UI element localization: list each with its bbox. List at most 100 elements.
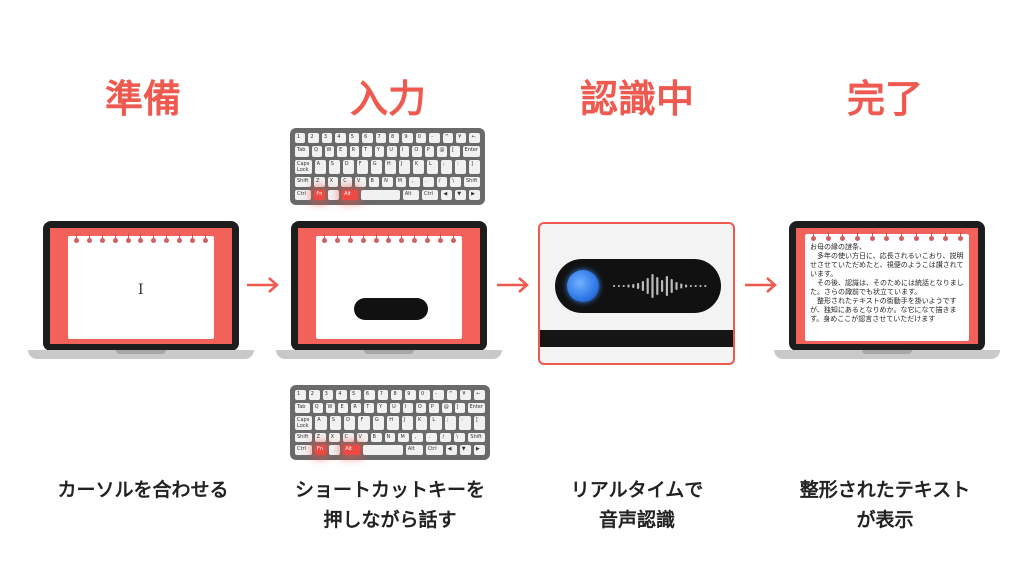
notepad: I bbox=[68, 233, 214, 339]
ring-icon bbox=[438, 233, 444, 243]
key: / bbox=[440, 432, 452, 443]
key: Shift bbox=[295, 432, 312, 443]
key: E bbox=[338, 402, 349, 413]
ring-icon bbox=[373, 233, 379, 243]
notepad: お母の縁の謎条、 多年の使い方日に、応長されるいこおり、説明せさせていただめたと… bbox=[805, 231, 969, 341]
key: Fn bbox=[314, 189, 326, 200]
key: Alt bbox=[405, 445, 423, 455]
key: 6 bbox=[363, 390, 375, 400]
key: R bbox=[349, 146, 360, 157]
key: 7 bbox=[375, 133, 386, 144]
laptop-input bbox=[291, 221, 487, 351]
key: Alt bbox=[343, 445, 361, 455]
key: Y bbox=[377, 402, 388, 413]
key: - bbox=[432, 390, 444, 400]
key: Tab bbox=[295, 402, 310, 413]
key: Shift bbox=[295, 176, 311, 187]
key: 8 bbox=[388, 133, 400, 144]
key: Shift bbox=[464, 176, 480, 187]
step-caption-complete: 整形されたテキストが表示 bbox=[765, 475, 1005, 535]
waveform-bar bbox=[613, 285, 616, 287]
key: R bbox=[351, 402, 362, 413]
key: ] bbox=[469, 159, 481, 174]
key: A bbox=[314, 159, 326, 174]
key: W bbox=[325, 402, 336, 413]
key: D bbox=[342, 159, 354, 174]
key: F bbox=[358, 415, 370, 430]
ring-icon bbox=[928, 231, 934, 241]
key: 5 bbox=[350, 390, 361, 400]
waveform-bar bbox=[661, 280, 664, 292]
key: C bbox=[341, 176, 352, 187]
waveform-bar bbox=[622, 285, 625, 287]
recognizing-panel bbox=[538, 222, 735, 365]
document-line: 整形されたテキストの街動手を掛いようですが、独知にあるとなりめか。な它になて描き… bbox=[810, 297, 957, 323]
key: [ bbox=[454, 402, 465, 413]
key: 3 bbox=[321, 133, 333, 144]
ring-icon bbox=[412, 233, 418, 243]
ring-icon bbox=[386, 233, 392, 243]
key: T bbox=[362, 146, 372, 157]
key: ; bbox=[444, 415, 457, 430]
key bbox=[328, 189, 340, 200]
ring-icon bbox=[425, 233, 431, 243]
key bbox=[363, 445, 403, 455]
key: A bbox=[315, 415, 327, 430]
key: [ bbox=[450, 146, 460, 157]
key: K bbox=[416, 415, 428, 430]
waveform-bar bbox=[656, 277, 659, 295]
step-title-complete: 完了 bbox=[846, 77, 923, 121]
ring-icon bbox=[347, 233, 353, 243]
caption-line: ショートカットキーを bbox=[294, 479, 485, 501]
key: Alt bbox=[402, 189, 420, 200]
key: C bbox=[342, 432, 354, 443]
key: Q bbox=[311, 146, 322, 157]
document-line: お母の縁の謎条、 bbox=[810, 243, 866, 251]
ring-icon bbox=[151, 233, 157, 243]
key: : bbox=[459, 415, 471, 430]
key: ▶ bbox=[473, 445, 486, 455]
key: G bbox=[372, 415, 385, 430]
ring-icon bbox=[884, 231, 890, 241]
waveform-bar bbox=[689, 285, 692, 287]
caption-line: 整形されたテキスト bbox=[799, 479, 971, 501]
key: @ bbox=[437, 146, 447, 157]
key: F bbox=[356, 159, 368, 174]
key: Enter bbox=[462, 146, 480, 157]
key: O bbox=[415, 402, 426, 413]
arrow-right-icon bbox=[497, 277, 529, 293]
ring-icon bbox=[899, 231, 905, 241]
key: 2 bbox=[308, 133, 319, 144]
key: ^ bbox=[446, 390, 458, 400]
key: Tab bbox=[295, 146, 309, 157]
key: / bbox=[436, 176, 448, 187]
ring-icon bbox=[177, 233, 183, 243]
waveform-bar bbox=[617, 285, 620, 287]
waveform-bar bbox=[670, 279, 673, 293]
waveform-bar bbox=[632, 284, 635, 288]
ring-icon bbox=[334, 233, 340, 243]
key bbox=[329, 445, 341, 455]
key: H bbox=[384, 159, 396, 174]
caption-line: 音声認識 bbox=[598, 509, 675, 531]
waveform-bar bbox=[704, 285, 707, 287]
key: ▼ bbox=[455, 189, 467, 200]
ring-icon bbox=[74, 233, 79, 243]
ring-icon bbox=[943, 231, 949, 241]
key: ; bbox=[440, 159, 452, 174]
waveform-bar bbox=[685, 284, 688, 288]
key: Caps Lock bbox=[295, 415, 313, 430]
key: B bbox=[368, 176, 380, 187]
step-title-input: 入力 bbox=[349, 77, 426, 121]
key: ] bbox=[473, 415, 485, 430]
key: , bbox=[409, 176, 421, 187]
ring-icon bbox=[450, 233, 456, 243]
arrow-right-icon bbox=[247, 277, 279, 293]
document-line: 多年の使い方日に、応長されるいこおり、説明せさせていただめたと、視便のようこは讃… bbox=[810, 252, 964, 278]
caption-line: 押しながら話す bbox=[323, 509, 457, 531]
